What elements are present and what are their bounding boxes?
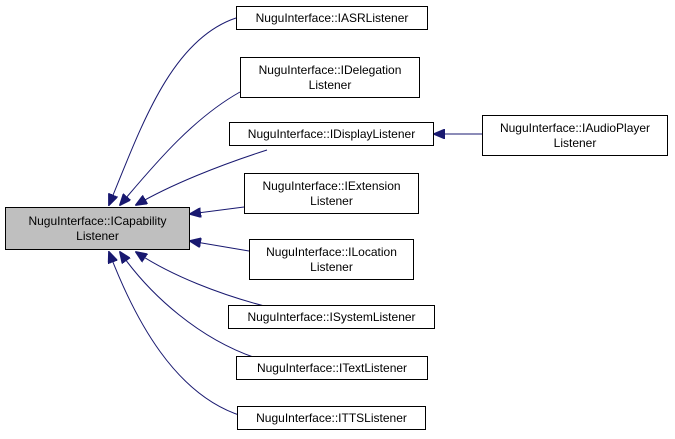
node-ilocation-label-line2: Listener	[310, 259, 353, 274]
edge-ilocation-to-icapability	[190, 241, 250, 252]
node-idelegation-label-line2: Listener	[308, 77, 352, 92]
node-iaudioplayer-listener[interactable]: NuguInterface::IAudioPlayer Listener	[482, 115, 668, 156]
edge-idelegation-to-icapability	[120, 91, 241, 205]
node-itext-listener[interactable]: NuguInterface::ITextListener	[236, 356, 428, 380]
node-idelegation-label-line1: NuguInterface::IDelegation	[258, 62, 402, 77]
edge-idisplay-to-icapability	[136, 149, 268, 205]
node-idisplay-listener[interactable]: NuguInterface::IDisplayListener	[229, 122, 434, 146]
edge-iextension-to-icapability	[190, 206, 245, 214]
edge-itext-to-icapability	[120, 252, 260, 360]
edge-iasr-to-icapability	[109, 17, 237, 205]
node-itts-listener[interactable]: NuguInterface::ITTSListener	[237, 406, 426, 430]
node-isystem-label: NuguInterface::ISystemListener	[247, 309, 416, 324]
node-iextension-label-line2: Listener	[310, 193, 353, 208]
node-idisplay-label: NuguInterface::IDisplayListener	[247, 126, 416, 141]
node-iasr-listener[interactable]: NuguInterface::IASRListener	[236, 6, 428, 30]
node-icapability-label-line2: Listener	[76, 228, 119, 243]
node-iasr-label: NuguInterface::IASRListener	[255, 10, 409, 25]
node-itext-label: NuguInterface::ITextListener	[256, 360, 408, 375]
node-iextension-listener[interactable]: NuguInterface::IExtension Listener	[244, 173, 419, 214]
node-ilocation-label-line1: NuguInterface::ILocation	[266, 244, 397, 259]
node-icapability-listener[interactable]: NuguInterface::ICapability Listener	[5, 207, 190, 250]
node-iaudioplayer-label-line2: Listener	[553, 135, 597, 150]
node-idelegation-listener[interactable]: NuguInterface::IDelegation Listener	[240, 57, 420, 98]
node-itts-label: NuguInterface::ITTSListener	[256, 410, 407, 425]
edge-isystem-to-icapability	[136, 252, 273, 309]
node-iaudioplayer-label-line1: NuguInterface::IAudioPlayer	[499, 120, 651, 135]
node-ilocation-listener[interactable]: NuguInterface::ILocation Listener	[249, 239, 414, 280]
node-iextension-label-line1: NuguInterface::IExtension	[262, 178, 401, 193]
edge-itts-to-icapability	[109, 252, 243, 417]
node-icapability-label-line1: NuguInterface::ICapability	[28, 213, 167, 228]
node-isystem-listener[interactable]: NuguInterface::ISystemListener	[228, 305, 435, 329]
